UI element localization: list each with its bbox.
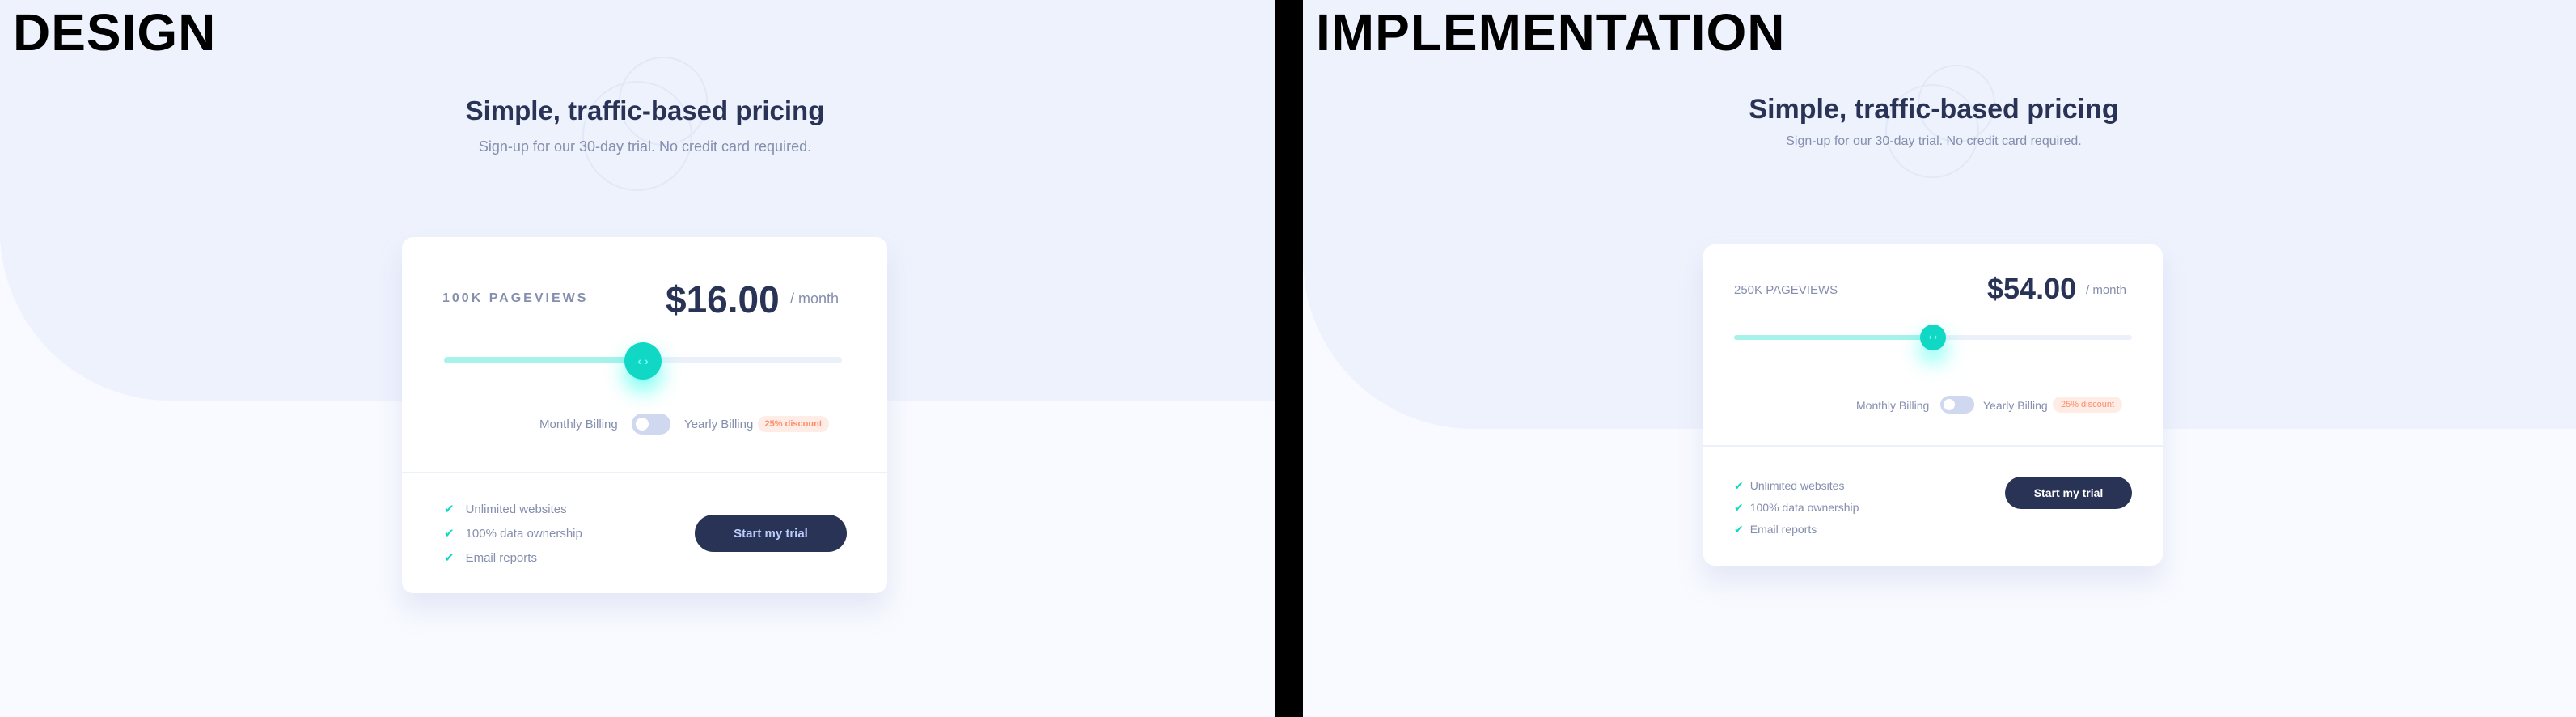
slider-arrows-icon: ‹ ›	[637, 354, 649, 367]
feature-item: ✔Unlimited websites	[1734, 479, 1845, 492]
price-value: $54.00	[1987, 272, 2077, 305]
pageviews-slider-thumb[interactable]: ‹ ›	[624, 342, 662, 380]
pricing-card: 250K PAGEVIEWS $54.00 / month ‹ › Monthl…	[1703, 244, 2163, 566]
billing-toggle-knob	[636, 418, 649, 431]
start-trial-button[interactable]: Start my trial	[695, 515, 847, 552]
pricing-card: 100K PAGEVIEWS $16.00 / month ‹ › Monthl…	[402, 237, 887, 593]
page-title: Simple, traffic-based pricing	[1749, 94, 2119, 125]
billing-toggle[interactable]	[1940, 396, 1974, 414]
pageviews-slider-fill	[444, 357, 643, 363]
pageviews-slider-fill	[1734, 335, 1933, 340]
billing-toggle-knob	[1944, 399, 1955, 410]
feature-item: ✔100% data ownership	[444, 527, 582, 541]
feature-item: ✔Email reports	[1734, 523, 1817, 536]
per-month-label: / month	[790, 291, 840, 307]
feature-item: ✔Email reports	[444, 551, 537, 565]
implementation-label: IMPLEMENTATION	[1316, 3, 1786, 62]
slider-arrows-icon: ‹ ›	[1928, 333, 1938, 342]
feature-item: ✔100% data ownership	[1734, 501, 1859, 514]
check-icon: ✔	[444, 503, 455, 516]
pageviews-slider-thumb[interactable]: ‹ ›	[1920, 325, 1946, 350]
check-icon: ✔	[444, 551, 455, 565]
panel-divider	[1275, 0, 1303, 717]
yearly-billing-label: Yearly Billing	[684, 418, 754, 431]
implementation-panel: IMPLEMENTATION Simple, traffic-based pri…	[1303, 0, 2576, 717]
discount-badge: 25% discount	[758, 416, 829, 432]
design-label: DESIGN	[13, 3, 217, 62]
yearly-billing-label: Yearly Billing	[1983, 399, 2048, 412]
card-divider	[1703, 445, 2163, 447]
check-icon: ✔	[444, 527, 455, 541]
start-trial-button[interactable]: Start my trial	[2005, 477, 2132, 509]
price-value: $16.00	[666, 278, 780, 320]
page-subtitle: Sign-up for our 30-day trial. No credit …	[478, 138, 812, 155]
pageviews-label: 250K PAGEVIEWS	[1734, 283, 1838, 297]
monthly-billing-label: Monthly Billing	[539, 418, 618, 431]
per-month-label: / month	[2086, 283, 2127, 297]
page-title: Simple, traffic-based pricing	[465, 95, 825, 125]
card-divider	[402, 472, 887, 473]
design-panel: DESIGN Simple, traffic-based pricing Sig…	[0, 0, 1275, 717]
discount-badge: 25% discount	[2053, 397, 2122, 413]
feature-item: ✔Unlimited websites	[444, 503, 567, 516]
check-icon: ✔	[1734, 479, 1744, 492]
check-icon: ✔	[1734, 501, 1744, 514]
pageviews-label: 100K PAGEVIEWS	[442, 291, 589, 305]
page-subtitle: Sign-up for our 30-day trial. No credit …	[1786, 134, 2082, 148]
check-icon: ✔	[1734, 523, 1744, 536]
monthly-billing-label: Monthly Billing	[1856, 399, 1930, 412]
billing-toggle[interactable]	[632, 414, 670, 435]
